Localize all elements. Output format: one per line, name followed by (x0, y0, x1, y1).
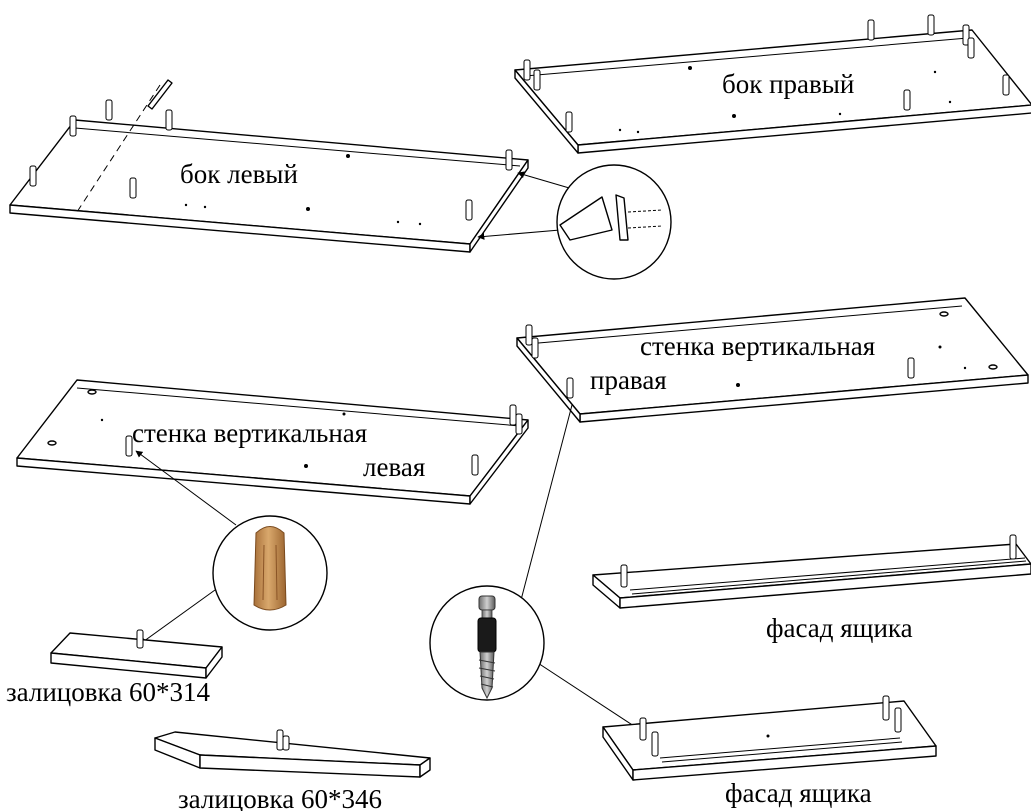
panel-trim-60-346 (154, 729, 431, 778)
panel-drawer-front-1 (592, 534, 1031, 609)
panel-side-right (514, 14, 1031, 154)
label-wall-left-line2: левая (363, 452, 425, 482)
label-wall-left-line1: стенка вертикальная (132, 418, 367, 448)
panel-trim-60-314 (50, 629, 223, 679)
panel-wall-left (16, 379, 529, 505)
label-trim-60-346: залицовка 60*346 (178, 784, 382, 811)
panel-side-left (9, 79, 529, 253)
label-drawer-front-1: фасад ящика (766, 613, 913, 643)
label-side-right: бок правый (722, 69, 854, 99)
label-side-left: бок левый (180, 159, 298, 189)
label-trim-60-314: залицовка 60*314 (6, 677, 210, 707)
eccentric-screw-icon (429, 404, 641, 731)
label-drawer-front-2: фасад ящика (725, 778, 872, 808)
pencil-icon (147, 79, 173, 110)
label-wall-right-line2: правая (590, 365, 667, 395)
panel-wall-right (516, 297, 1029, 423)
label-wall-right-line1: стенка вертикальная (640, 331, 875, 361)
panel-drawer-front-2 (602, 695, 937, 781)
groove-detail-icon (477, 164, 672, 280)
wooden-dowel-icon (135, 450, 328, 645)
